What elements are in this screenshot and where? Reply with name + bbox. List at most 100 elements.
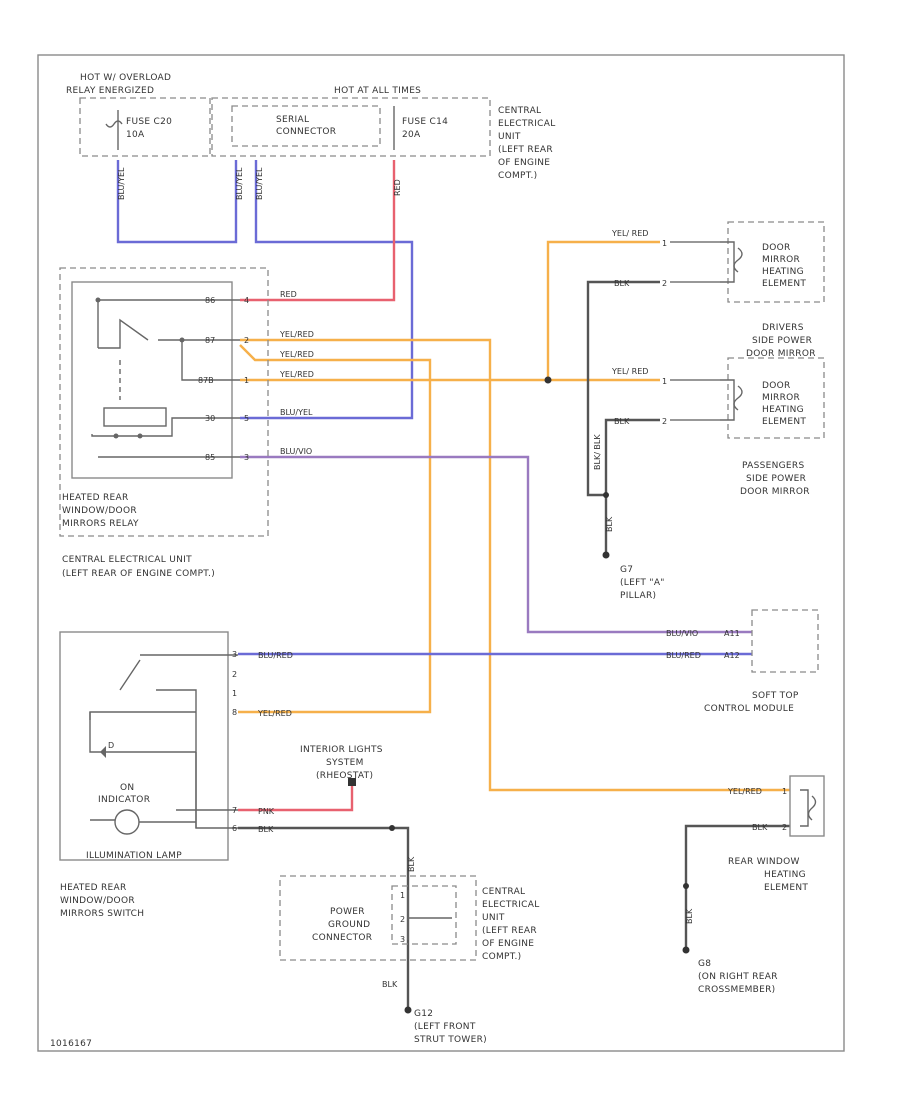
ground-g12-label: G12 (LEFT FRONT STRUT TOWER) — [414, 1009, 487, 1045]
mirror-p-pin1: 1 — [662, 377, 667, 386]
tag-switch-blk: BLK — [258, 825, 274, 834]
fuse-c20-rating: 10A — [126, 130, 145, 140]
switch-label: HEATED REAR WINDOW/DOOR MIRRORS SWITCH — [60, 883, 144, 919]
svg-text:DOOR: DOOR — [762, 381, 791, 391]
tag-soft-blu-vio: BLU/VIO — [666, 629, 698, 638]
tag-relay-blu-yel: BLU/YEL — [280, 408, 313, 417]
mirror-p-pin2: 2 — [662, 417, 667, 426]
relay-conn-87: 2 — [244, 336, 249, 345]
svg-text:CENTRAL ELECTRICAL UNIT: CENTRAL ELECTRICAL UNIT — [62, 555, 192, 565]
tag-blu-yel-3: BLU/YEL — [255, 167, 264, 200]
passenger-mirror-box — [727, 357, 825, 439]
svg-text:ELEMENT: ELEMENT — [762, 417, 806, 427]
tag-relay-yel-red-3: YEL/RED — [279, 370, 314, 379]
passengers-side-label: PASSENGERS SIDE POWER DOOR MIRROR — [740, 461, 809, 497]
switch-lamp-d: D — [108, 741, 114, 750]
ground-g8-label: G8 (ON RIGHT REAR CROSSMEMBER) — [698, 959, 778, 995]
drivers-side-label: DRIVERS SIDE POWER DOOR MIRROR — [746, 323, 816, 359]
relay-conn-30: 5 — [244, 414, 249, 423]
wire-blk-rear — [684, 824, 790, 950]
fuse-block-c14 — [211, 97, 491, 157]
ceu-top-label: CENTRAL ELECTRICAL UNIT (LEFT REAR OF EN… — [498, 106, 556, 181]
svg-text:SOFT TOP: SOFT TOP — [752, 691, 799, 701]
tag-g8-blk: BLK — [685, 908, 694, 924]
tag-switch-blu-red: BLU/RED — [258, 651, 293, 660]
wire-blu-yel-relay — [240, 160, 414, 420]
fuse-block-c20 — [79, 97, 211, 157]
tag-relay-yel-red-2: YEL/RED — [279, 350, 314, 359]
svg-text:ELECTRICAL: ELECTRICAL — [498, 119, 556, 129]
svg-text:REAR WINDOW: REAR WINDOW — [728, 857, 800, 867]
driver-mirror-label: DOOR MIRROR HEATING ELEMENT — [762, 243, 806, 289]
led-indicator-label: ON INDICATOR — [98, 783, 150, 805]
svg-text:GROUND: GROUND — [328, 920, 370, 930]
tag-soft-blu-red: BLU/RED — [666, 651, 701, 660]
svg-text:DOOR: DOOR — [762, 243, 791, 253]
svg-text:CENTRAL: CENTRAL — [498, 106, 541, 116]
passenger-mirror-label: DOOR MIRROR HEATING ELEMENT — [762, 381, 806, 427]
relay-conn-86: 4 — [244, 296, 249, 305]
svg-text:DOOR MIRROR: DOOR MIRROR — [746, 349, 816, 359]
fuse-c20-name: FUSE C20 — [126, 117, 172, 127]
svg-text:HEATED REAR: HEATED REAR — [62, 493, 129, 503]
tag-blu-yel-1: BLU/YEL — [117, 167, 126, 200]
rear-window-pin1: 1 — [782, 787, 787, 796]
soft-top-pin-a: A11 — [724, 629, 740, 638]
svg-text:(ON RIGHT REAR: (ON RIGHT REAR — [698, 972, 778, 982]
wire-yel-red-main — [240, 338, 790, 792]
relay-pin-30: 30 — [205, 414, 215, 423]
relay-pin-87: 87 — [205, 336, 215, 345]
svg-text:(LEFT REAR OF ENGINE COMPT.): (LEFT REAR OF ENGINE COMPT.) — [62, 569, 215, 579]
svg-text:UNIT: UNIT — [498, 132, 521, 142]
svg-text:HEATING: HEATING — [764, 870, 806, 880]
svg-text:WINDOW/DOOR: WINDOW/DOOR — [62, 506, 137, 516]
mirror-d-pin2: 2 — [662, 279, 667, 288]
switch-contacts — [89, 654, 238, 835]
wires — [116, 160, 790, 1010]
tag-rear-blk: BLK — [752, 823, 768, 832]
svg-text:STRUT TOWER): STRUT TOWER) — [414, 1035, 487, 1045]
diagram-frame — [37, 54, 845, 1052]
svg-text:(LEFT "A": (LEFT "A" — [620, 578, 665, 588]
tag-blu-yel-2: BLU/YEL — [235, 167, 244, 200]
svg-text:G8: G8 — [698, 959, 711, 969]
wire-yel-red-switch — [238, 344, 432, 714]
relay-conn-87b: 1 — [244, 376, 249, 385]
relay-pin-86: 86 — [205, 296, 215, 305]
serial-connector-line2: CONNECTOR — [276, 127, 336, 137]
rear-window-element — [800, 789, 817, 827]
svg-text:ELEMENT: ELEMENT — [764, 883, 808, 893]
wire-blu-vio — [240, 455, 752, 634]
driver-mirror-element — [720, 241, 743, 283]
svg-text:CONNECTOR: CONNECTOR — [312, 933, 372, 943]
svg-text:OF ENGINE: OF ENGINE — [498, 158, 550, 168]
wire-blk-driver — [586, 280, 660, 497]
svg-text:SIDE POWER: SIDE POWER — [752, 336, 812, 346]
tag-pass-blk: BLK — [614, 417, 630, 426]
soft-top-label: SOFT TOP CONTROL MODULE — [704, 691, 799, 714]
svg-text:ELECTRICAL: ELECTRICAL — [482, 900, 540, 910]
wire-pnk — [238, 784, 354, 812]
ceu-left-label: CENTRAL ELECTRICAL UNIT (LEFT REAR OF EN… — [62, 555, 215, 579]
pg-pin-3: 3 — [400, 935, 405, 944]
svg-text:PILLAR): PILLAR) — [620, 591, 656, 601]
ceu-relay-outer — [59, 267, 269, 537]
switch-pin-7: 7 — [232, 806, 237, 815]
svg-text:(RHEOSTAT): (RHEOSTAT) — [316, 771, 373, 781]
interior-lights-label: INTERIOR LIGHTS SYSTEM (RHEOSTAT) — [300, 745, 383, 781]
svg-text:HEATING: HEATING — [762, 405, 804, 415]
svg-text:CROSSMEMBER): CROSSMEMBER) — [698, 985, 776, 995]
pg-pin-2: 2 — [400, 915, 405, 924]
svg-text:(LEFT FRONT: (LEFT FRONT — [414, 1022, 476, 1032]
switch-pin-3: 3 — [232, 650, 237, 659]
hot-overload-line2: RELAY ENERGIZED — [66, 86, 154, 96]
svg-text:WINDOW/DOOR: WINDOW/DOOR — [60, 896, 135, 906]
ceu-bottom-label: CENTRAL ELECTRICAL UNIT (LEFT REAR OF EN… — [482, 887, 540, 962]
switch-body — [59, 631, 229, 861]
ground-g7-label: G7 (LEFT "A" PILLAR) — [620, 565, 665, 601]
driver-mirror-box — [727, 221, 825, 303]
tag-blk-blk: BLK/ BLK — [593, 434, 602, 470]
tag-pass-yel: YEL/ RED — [611, 367, 648, 376]
svg-text:COMPT.): COMPT.) — [482, 952, 521, 962]
